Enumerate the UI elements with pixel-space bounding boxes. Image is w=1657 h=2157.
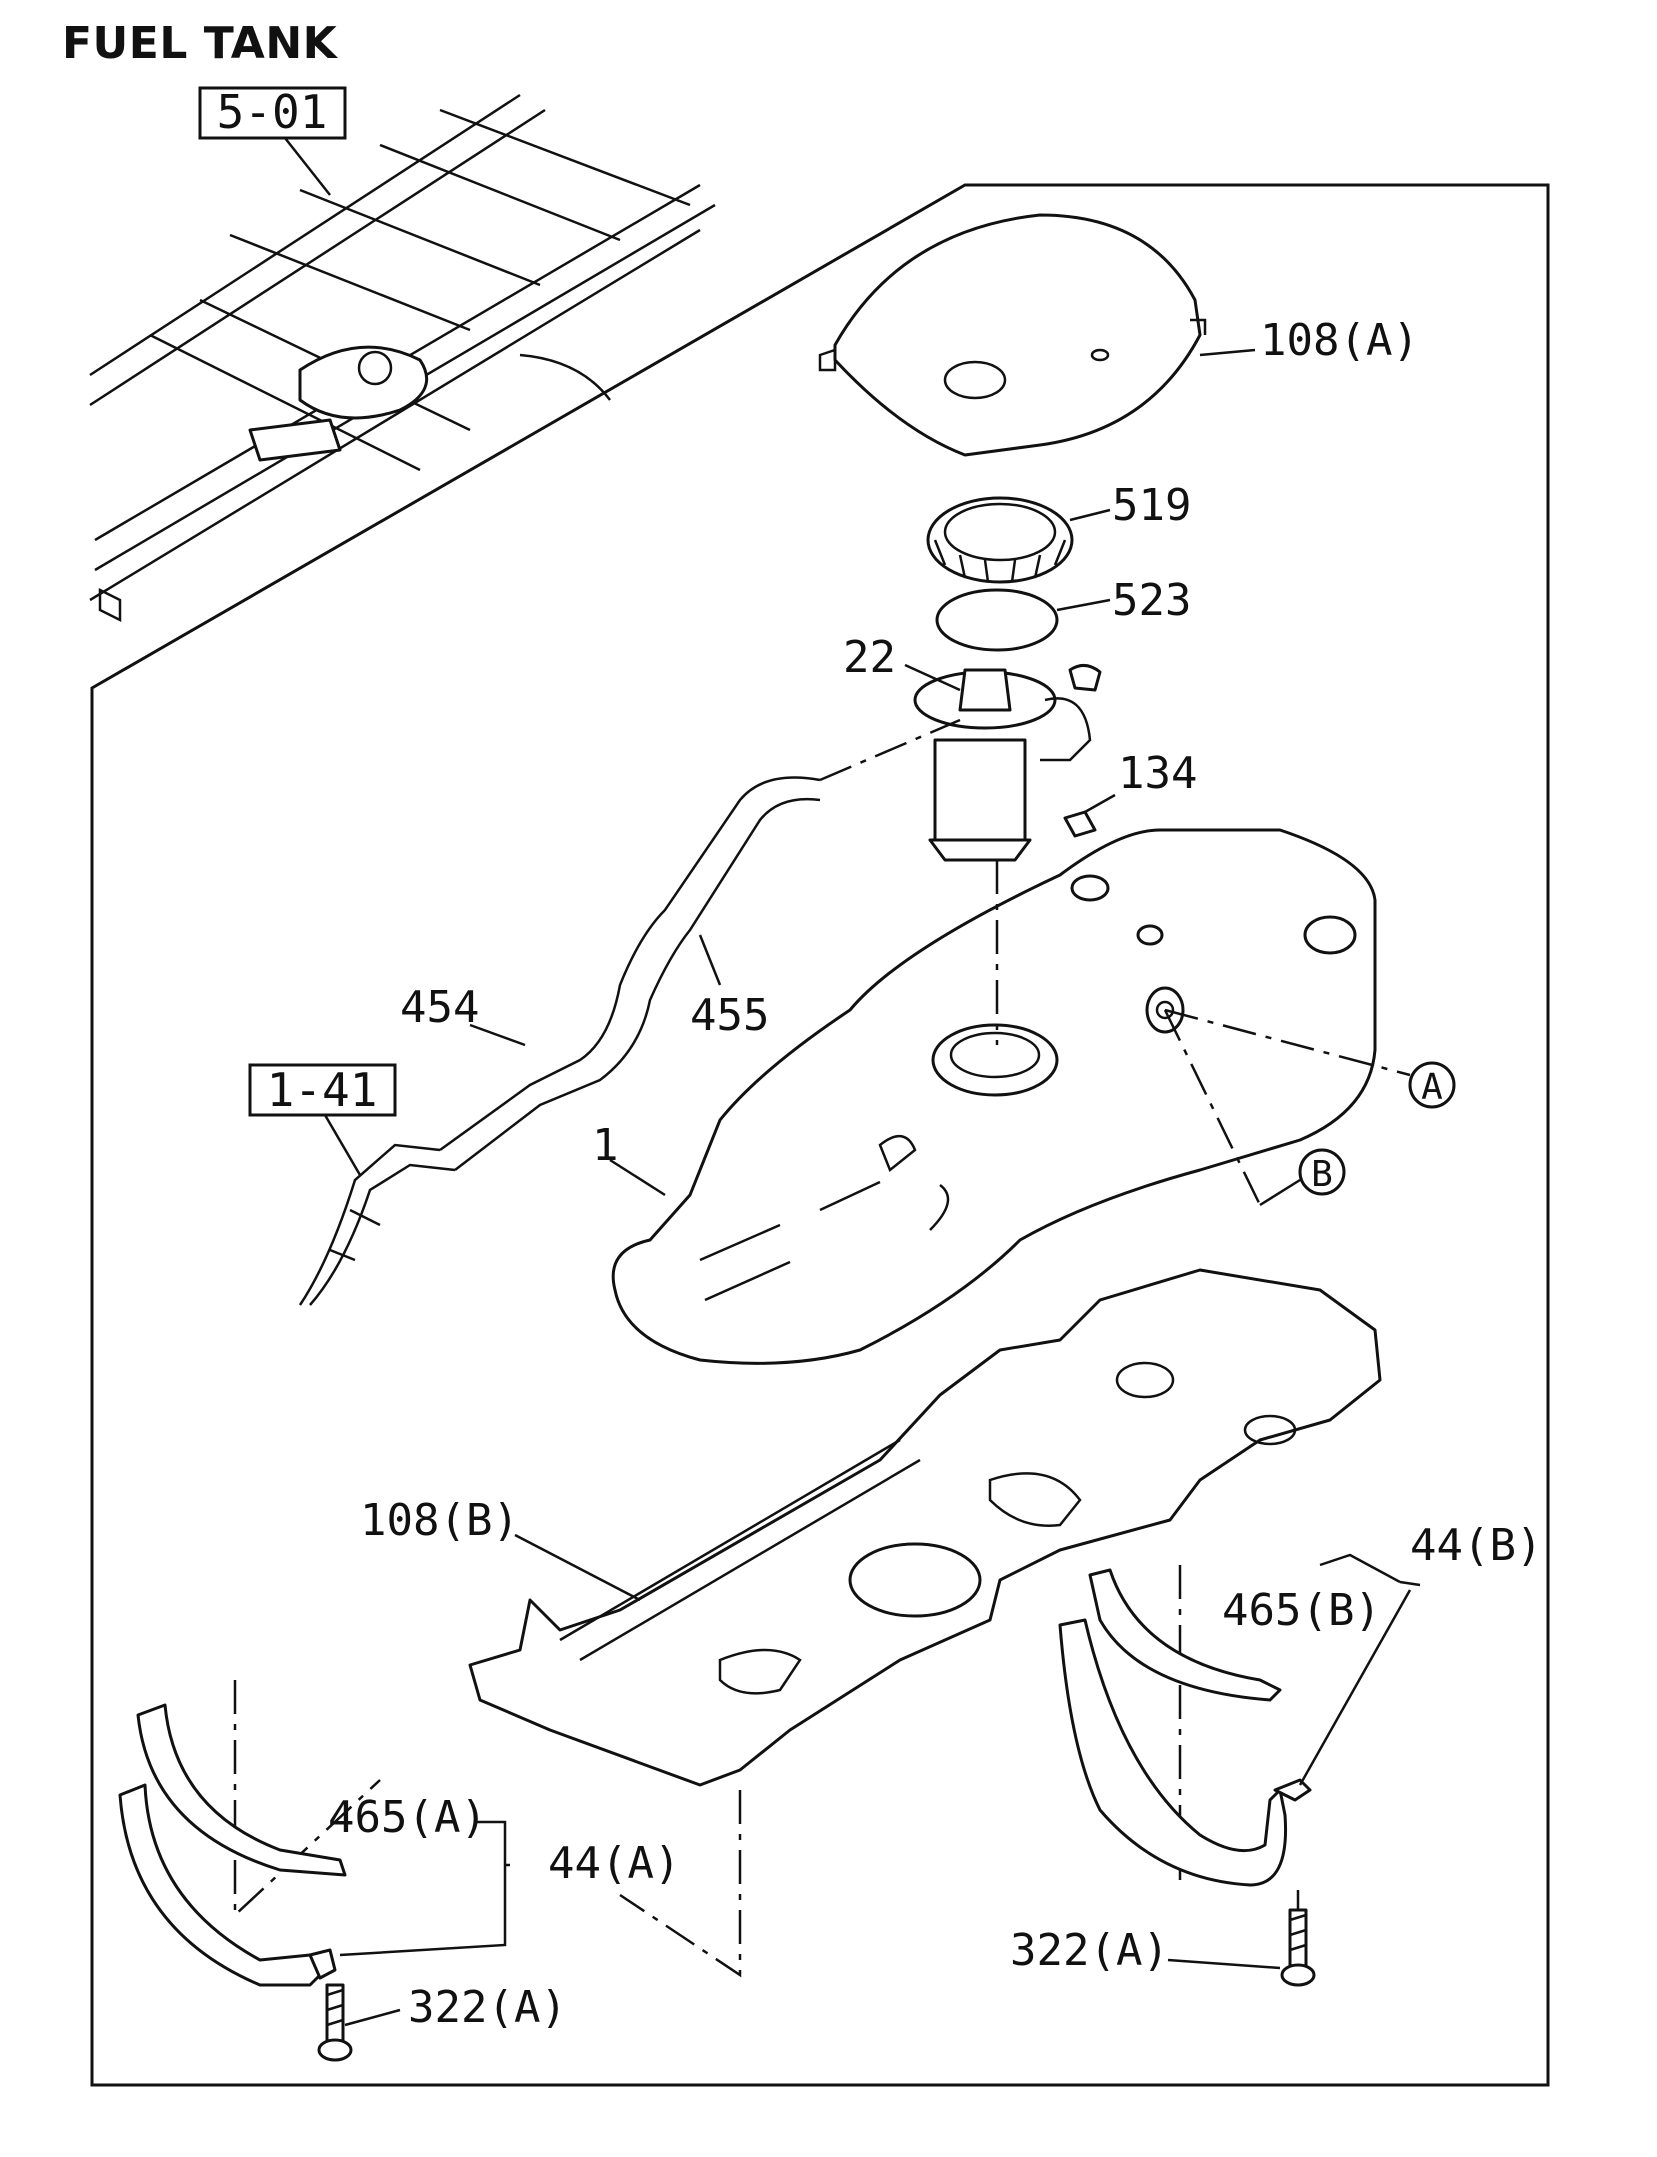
- pipe-reference-label: 1-41: [267, 1063, 378, 1117]
- frame-reference-box: [198, 86, 347, 140]
- left-bolt: 322(A): [317, 1982, 567, 2062]
- retainer-ring: 519: [926, 480, 1191, 584]
- marker-a: [1408, 1061, 1456, 1109]
- lower-heat-shield: 108(B): [360, 1268, 1382, 1787]
- diagram-title: FUEL TANK: [62, 18, 338, 69]
- gasket: 523: [935, 575, 1191, 652]
- upper-heat-shield: 108(A): [818, 213, 1419, 457]
- callout-134: 134: [1118, 748, 1197, 799]
- pipe-reference-box: [248, 1063, 397, 1117]
- connection-markers: A B: [1163, 1008, 1456, 1207]
- callout-44a: 44(A): [548, 1838, 680, 1889]
- callout-454: 454: [400, 982, 479, 1033]
- fuel-tank: 1: [592, 828, 1377, 1365]
- clip: 134: [1063, 748, 1197, 838]
- callout-465b: 465(B): [1222, 1585, 1381, 1636]
- detail-frame: [90, 183, 1550, 2087]
- right-strap-assembly: 44(B) 465(B): [1058, 1520, 1542, 1887]
- callout-322a-right: 322(A): [1010, 1925, 1169, 1976]
- vehicle-frame-thumbnail: 5-01: [89, 85, 716, 623]
- callout-22: 22: [843, 632, 896, 683]
- callout-322a-left: 322(A): [408, 1982, 567, 2033]
- callout-108a: 108(A): [1260, 315, 1419, 366]
- marker-b-label: B: [1311, 1154, 1333, 1195]
- callout-523: 523: [1112, 575, 1191, 626]
- callout-465a: 465(A): [328, 1792, 487, 1843]
- frame-reference-label: 5-01: [217, 85, 328, 139]
- right-bolt: 322(A): [1010, 1890, 1316, 1987]
- callout-44b: 44(B): [1410, 1520, 1542, 1571]
- left-strap-assembly: 465(A) 44(A): [118, 1703, 680, 1987]
- callout-455: 455: [690, 990, 769, 1041]
- marker-a-label: A: [1421, 1067, 1443, 1108]
- pipe-reference: 1-41: [248, 1063, 397, 1176]
- fuel-hoses: 454 455: [298, 718, 961, 1306]
- callout-1: 1: [592, 1120, 619, 1171]
- callout-108b: 108(B): [360, 1495, 519, 1546]
- marker-b: [1298, 1148, 1346, 1196]
- fuel-pump-module: 22: [843, 632, 1102, 862]
- callout-519: 519: [1112, 480, 1191, 531]
